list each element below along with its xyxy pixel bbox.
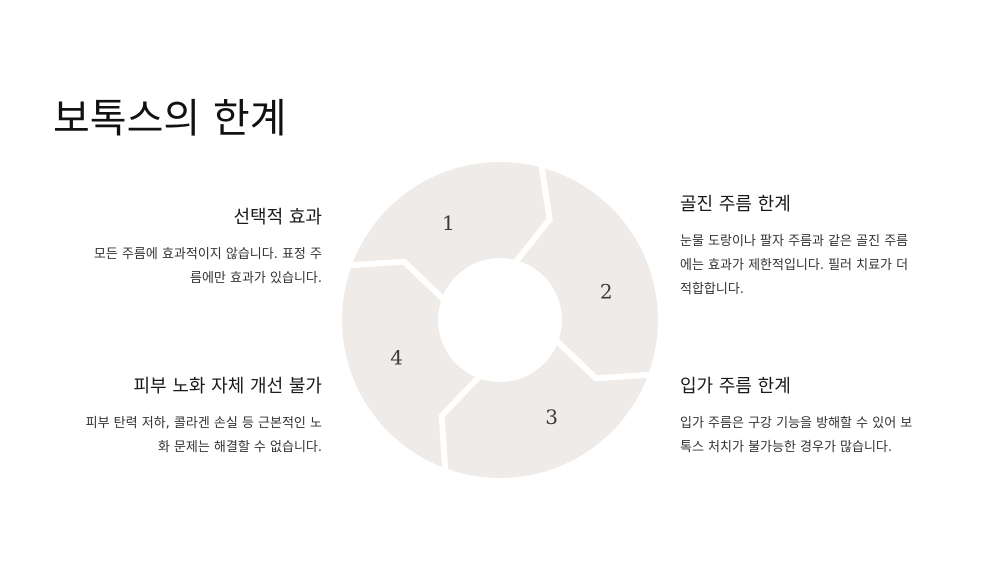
limit-heading: 입가 주름 한계 bbox=[680, 376, 791, 397]
limit-description: 모든 주름에 효과적이지 않습니다. 표정 주 름에만 효과가 있습니다. bbox=[50, 243, 322, 291]
limit-description: 입가 주름은 구강 기능을 방해할 수 있어 보 톡스 처치가 불가능한 경우가… bbox=[680, 412, 950, 460]
description-line: 피부 탄력 저하, 콜라겐 손실 등 근본적인 노 bbox=[85, 416, 322, 431]
description-line: 모든 주름에 효과적이지 않습니다. 표정 주 bbox=[93, 247, 322, 262]
limit-description: 눈물 도랑이나 팔자 주름과 같은 골진 주름 에는 효과가 제한적입니다. 필… bbox=[680, 230, 950, 302]
segment-separator bbox=[349, 258, 446, 302]
description-line: 적합합니다. bbox=[680, 282, 744, 297]
limit-block-deep-wrinkles: 골진 주름 한계 눈물 도랑이나 팔자 주름과 같은 골진 주름 에는 효과가 … bbox=[680, 190, 950, 302]
segment-separator bbox=[438, 374, 482, 471]
description-line: 에는 효과가 제한적입니다. 필러 치료가 더 bbox=[680, 258, 909, 273]
page-title: 보톡스의 한계 bbox=[53, 96, 287, 142]
limit-block-mouth-wrinkles: 입가 주름 한계 입가 주름은 구강 기능을 방해할 수 있어 보 톡스 처치가… bbox=[680, 372, 950, 460]
description-line: 름에만 효과가 있습니다. bbox=[190, 271, 322, 286]
segment-number-4: 4 bbox=[390, 346, 403, 370]
description-line: 톡스 처치가 불가능한 경우가 많습니다. bbox=[680, 440, 893, 455]
description-line: 화 문제는 해결할 수 없습니다. bbox=[157, 440, 322, 455]
limit-block-skin-aging: 피부 노화 자체 개선 불가 피부 탄력 저하, 콜라겐 손실 등 근본적인 노… bbox=[50, 372, 322, 460]
limit-description: 피부 탄력 저하, 콜라겐 손실 등 근본적인 노 화 문제는 해결할 수 없습… bbox=[50, 412, 322, 460]
limit-heading: 피부 노화 자체 개선 불가 bbox=[133, 376, 323, 397]
segment-number-2: 2 bbox=[600, 280, 613, 304]
description-line: 눈물 도랑이나 팔자 주름과 같은 골진 주름 bbox=[680, 234, 909, 249]
segment-separator bbox=[513, 164, 553, 264]
segment-number-1: 1 bbox=[442, 211, 455, 235]
description-line: 입가 주름은 구강 기능을 방해할 수 있어 보 bbox=[680, 416, 913, 431]
limit-block-selective-effect: 선택적 효과 모든 주름에 효과적이지 않습니다. 표정 주 름에만 효과가 있… bbox=[50, 203, 322, 291]
segment-separator bbox=[554, 338, 651, 382]
segment-number-3: 3 bbox=[545, 405, 558, 429]
limit-heading: 골진 주름 한계 bbox=[680, 194, 791, 215]
cycle-ring bbox=[342, 162, 658, 478]
limit-heading: 선택적 효과 bbox=[233, 207, 322, 228]
